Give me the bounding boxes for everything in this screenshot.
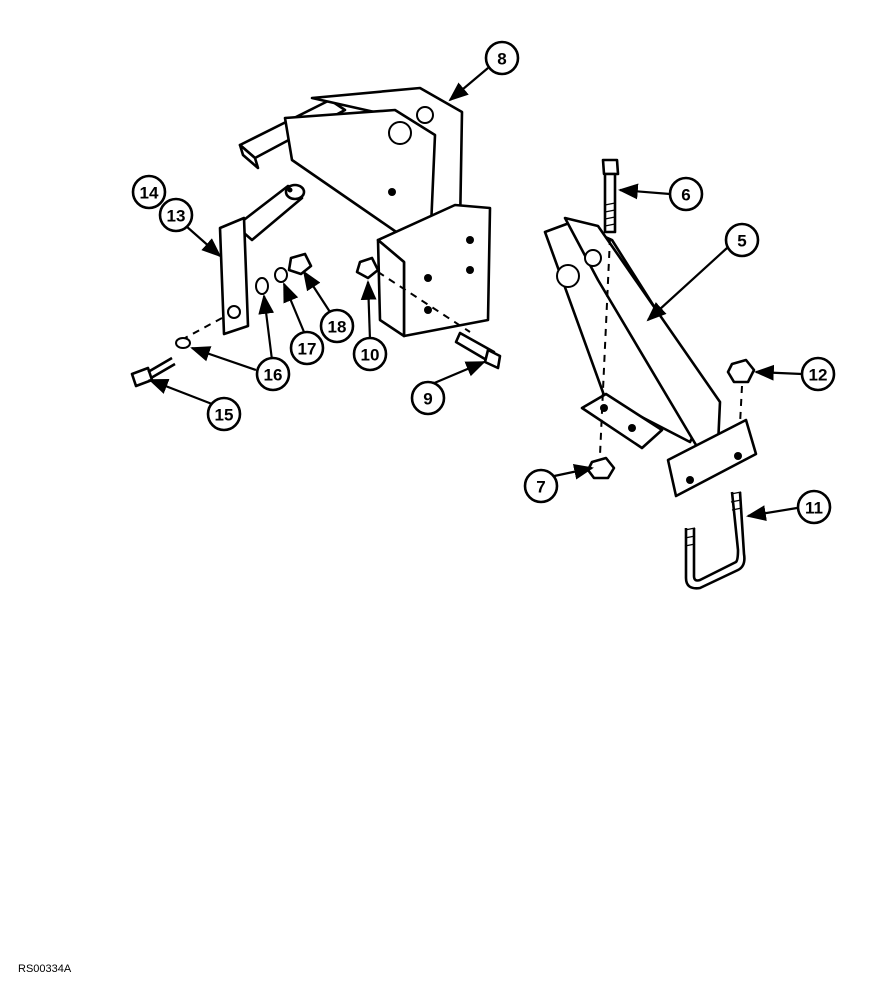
svg-text:8: 8 xyxy=(497,50,506,69)
hardware-group-center xyxy=(355,256,502,370)
callout-17: 17 xyxy=(289,330,325,366)
callout-10: 10 xyxy=(352,336,388,372)
svg-text:14: 14 xyxy=(140,184,159,203)
svg-text:11: 11 xyxy=(805,499,823,518)
callout-6: 6 xyxy=(668,176,704,212)
upper-bracket-part-8 xyxy=(238,86,492,338)
svg-text:13: 13 xyxy=(167,207,186,226)
svg-text:17: 17 xyxy=(298,340,317,359)
callout-5: 5 xyxy=(724,222,760,258)
svg-text:16: 16 xyxy=(264,366,283,385)
right-bracket-part-5 xyxy=(543,216,758,498)
nut-part-12 xyxy=(726,358,756,425)
strap-part-13 xyxy=(218,216,250,336)
callout-9: 9 xyxy=(410,380,446,416)
svg-text:12: 12 xyxy=(809,366,828,385)
u-bolt-part-11 xyxy=(684,491,746,590)
svg-text:7: 7 xyxy=(536,478,545,497)
pin-part-14 xyxy=(234,183,306,242)
callout-18: 18 xyxy=(319,308,355,344)
callout-7: 7 xyxy=(523,468,559,504)
callout-13: 13 xyxy=(158,197,194,233)
callout-12: 12 xyxy=(800,356,836,392)
callout-14: 14 xyxy=(131,174,167,210)
callout-15: 15 xyxy=(206,396,242,432)
leader-lines xyxy=(148,67,803,521)
svg-text:5: 5 xyxy=(737,232,746,251)
svg-text:10: 10 xyxy=(361,346,380,365)
svg-text:6: 6 xyxy=(681,186,690,205)
hardware-group-left xyxy=(130,252,313,388)
callout-8: 8 xyxy=(484,40,520,76)
svg-text:18: 18 xyxy=(328,318,347,337)
bolt-part-6 xyxy=(599,158,620,456)
svg-text:15: 15 xyxy=(215,406,234,425)
figure-reference-code: RS00334A xyxy=(18,963,72,975)
callout-11: 11 xyxy=(796,489,832,525)
callout-16: 16 xyxy=(255,356,291,392)
svg-text:9: 9 xyxy=(423,390,432,409)
